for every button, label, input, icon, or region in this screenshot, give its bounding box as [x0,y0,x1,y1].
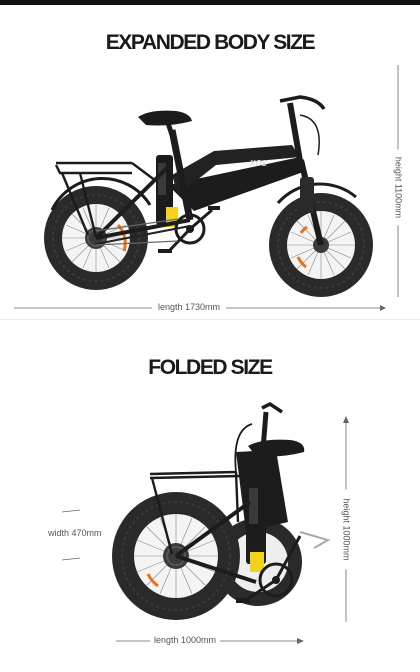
folded-crank [236,531,331,603]
folded-bike-illustration [61,401,349,644]
front-suspension [300,177,314,213]
expanded-seat [138,110,192,136]
expanded-crank [95,206,220,253]
folded-width-label: width 470mm [48,528,102,539]
expanded-length-label: length 1730mm [152,302,227,313]
folded-height-label: height 1000mm [340,489,352,570]
folded-handlebar [234,401,283,473]
expanded-rear-rack [54,161,157,238]
section-divider [0,319,420,320]
top-bar [0,0,420,5]
folded-heading: FOLDED SIZE [148,356,273,379]
frame-brand-text: XOS [249,159,268,168]
expanded-bike-illustration: XOS [14,65,399,311]
folded-width-dimension [61,509,81,561]
expanded-heading: EXPANDED BODY SIZE [105,31,316,54]
folded-length-label: length 1000mm [150,635,221,646]
expanded-frame: XOS [94,129,306,245]
expanded-section: EXPANDED BODY SIZE [0,5,420,320]
folded-rear-rack [149,470,241,555]
folded-section: FOLDED SIZE [0,322,420,672]
expanded-height-label: height 1100mm [392,149,404,226]
